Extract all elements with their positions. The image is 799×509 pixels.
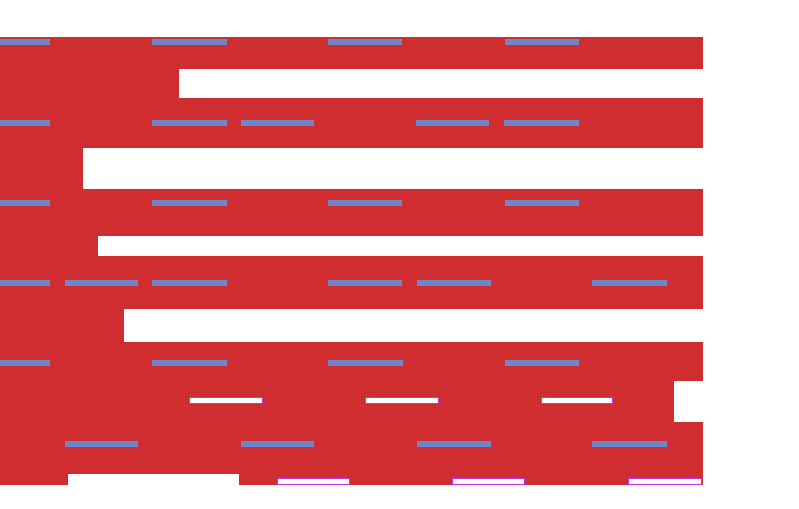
blue-link-bar[interactable] (504, 120, 579, 126)
magenta-outlined-bar[interactable] (277, 478, 350, 485)
blue-link-bar[interactable] (505, 200, 579, 206)
blue-link-bar[interactable] (416, 120, 489, 126)
blue-link-bar[interactable] (152, 200, 227, 206)
blue-link-bar[interactable] (241, 441, 314, 447)
blue-link-bar[interactable] (65, 280, 138, 286)
blue-link-bar[interactable] (0, 200, 50, 206)
blue-link-bar[interactable] (0, 360, 50, 366)
magenta-outlined-bar[interactable] (189, 397, 263, 404)
blue-link-bar[interactable] (0, 39, 50, 45)
magenta-outlined-bar[interactable] (541, 397, 613, 404)
white-cutout-notch-right (674, 381, 703, 422)
blue-link-bar[interactable] (0, 120, 50, 126)
blue-link-bar[interactable] (592, 280, 667, 286)
blue-link-bar[interactable] (65, 441, 138, 447)
white-cutout-stripe-3 (98, 236, 703, 256)
blue-link-bar[interactable] (328, 39, 402, 45)
white-cutout-notch-bottom (68, 474, 239, 485)
magenta-outlined-bar[interactable] (365, 397, 439, 404)
blue-link-bar[interactable] (0, 280, 50, 286)
white-cutout-stripe-1 (179, 69, 703, 98)
blue-link-bar[interactable] (592, 441, 667, 447)
red-block-canvas (0, 37, 703, 485)
white-cutout-stripe-4 (124, 309, 703, 342)
blue-link-bar[interactable] (417, 280, 491, 286)
white-cutout-stripe-2 (83, 148, 703, 189)
blue-link-bar[interactable] (328, 360, 403, 366)
magenta-outlined-bar[interactable] (628, 478, 702, 485)
blue-link-bar[interactable] (328, 280, 402, 286)
blue-link-bar[interactable] (328, 200, 402, 206)
blue-link-bar[interactable] (417, 441, 491, 447)
blue-link-bar[interactable] (505, 360, 579, 366)
blue-link-bar[interactable] (152, 120, 227, 126)
blue-link-bar[interactable] (505, 39, 579, 45)
blue-link-bar[interactable] (152, 360, 227, 366)
blue-link-bar[interactable] (241, 120, 314, 126)
blue-link-bar[interactable] (152, 39, 227, 45)
blue-link-bar[interactable] (152, 280, 227, 286)
magenta-outlined-bar[interactable] (452, 478, 525, 485)
